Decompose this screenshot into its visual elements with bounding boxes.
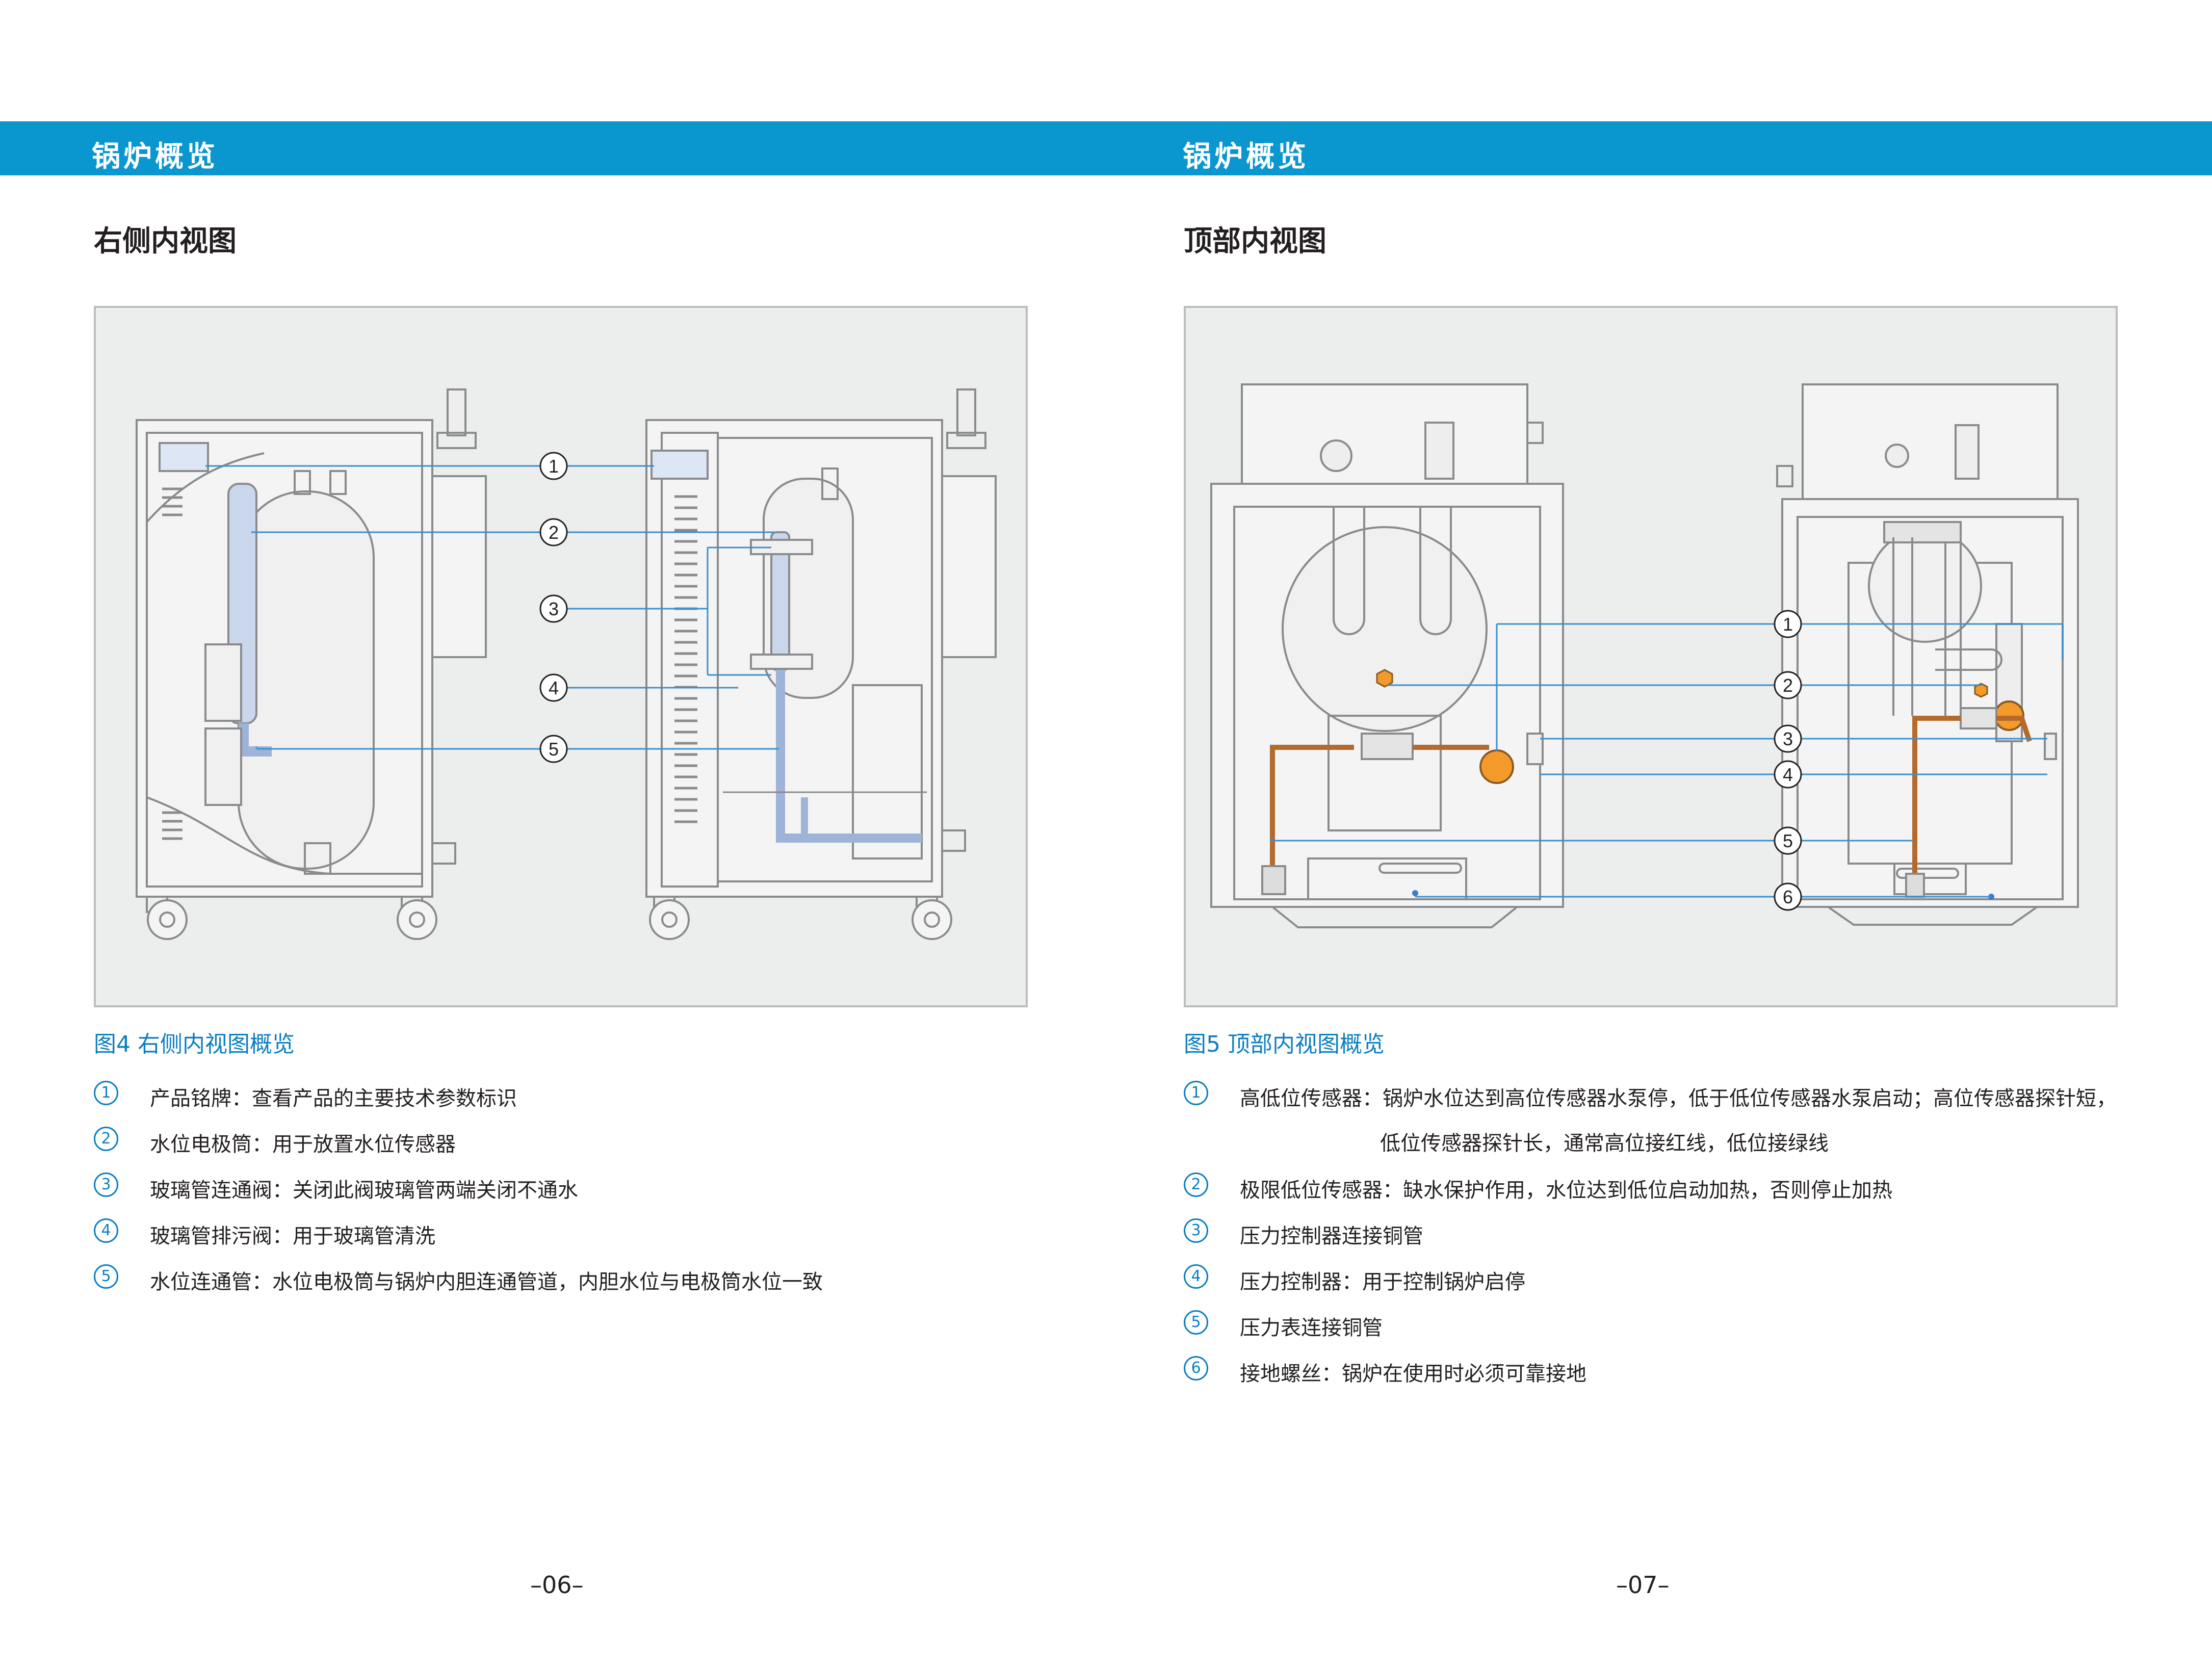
legend-text: 水位电极筒：用于放置水位传感器: [150, 1133, 456, 1156]
page-left: 锅炉概览 右侧内视图: [0, 121, 1106, 1599]
legend-number: 1: [94, 1081, 118, 1105]
leader-lines: [205, 465, 779, 750]
header-title: 锅炉概览: [1183, 140, 1309, 173]
callout-6: 6: [1783, 887, 1793, 907]
callout-4: 4: [1783, 764, 1793, 785]
legend-number: 3: [1184, 1218, 1208, 1243]
header-title: 锅炉概览: [92, 140, 218, 173]
legend-text: 接地螺丝：锅炉在使用时必须可靠接地: [1240, 1362, 1586, 1386]
legend-number: 6: [1184, 1356, 1208, 1381]
legend-text: 水位连通管：水位电极筒与锅炉内胆连通管道，内胆水位与电极筒水位一致: [150, 1270, 823, 1294]
boiler-top-unit-a: [1210, 383, 1564, 928]
header-band: [0, 121, 1106, 175]
legend-text: 压力控制器：用于控制锅炉启停: [1240, 1270, 1525, 1294]
callout-3: 3: [549, 598, 559, 619]
callout-4: 4: [549, 678, 559, 698]
header-band: [1106, 121, 2212, 175]
figure-caption: 图4 右侧内视图概览: [94, 1031, 295, 1057]
page-right: 锅炉概览 顶部内视图: [1106, 0, 2212, 1667]
legend-number: 2: [1184, 1173, 1208, 1197]
callout-1: 1: [549, 456, 559, 477]
legend-text: 玻璃管排污阀：用于玻璃管清洗: [150, 1225, 435, 1248]
callout-5: 5: [549, 739, 559, 760]
callout-1: 1: [1783, 614, 1793, 635]
boiler-top-unit-b: [1776, 383, 2079, 926]
legend-number: 4: [94, 1218, 118, 1243]
section-title: 右侧内视图: [94, 225, 237, 258]
right-side-diagram: 1 2 3 4 5: [136, 388, 997, 940]
leader-lines: [1270, 623, 2064, 898]
section-title: 顶部内视图: [1184, 225, 1326, 258]
callout-2: 2: [549, 522, 559, 543]
legend-number: 5: [1184, 1310, 1208, 1335]
callout-5: 5: [1783, 830, 1793, 851]
legend-text: 高低位传感器：锅炉水位达到高位传感器水泵停，低于低位传感器水泵启动；高位传感器探…: [1240, 1087, 2117, 1110]
page-number: –06–: [530, 1571, 584, 1599]
callouts: [1774, 610, 1802, 911]
page-number: –07–: [1616, 1571, 1670, 1599]
callouts: [539, 452, 568, 763]
legend-number: 1: [1184, 1081, 1208, 1105]
top-view-diagram: 1 2 3 4 5 6: [1210, 383, 2079, 928]
legend-text: 极限低位传感器：缺水保护作用，水位达到低位启动加热，否则停止加热: [1240, 1179, 1892, 1202]
legend-text: 玻璃管连通阀：关闭此阀玻璃管两端关闭不通水: [150, 1179, 578, 1202]
legend-number: 5: [94, 1264, 118, 1289]
callout-3: 3: [1783, 728, 1793, 749]
figure-top-view: 1 2 3 4 5 6: [1184, 306, 2118, 1007]
vent-slots: [674, 495, 697, 823]
legend-text: 压力控制器连接铜管: [1240, 1225, 1423, 1248]
legend-number: 2: [94, 1127, 118, 1151]
legend-number: 4: [1184, 1264, 1208, 1289]
legend-text-continued: 低位传感器探针长，通常高位接红线，低位接绿线: [1380, 1132, 1829, 1155]
boiler-front-unit: [645, 388, 997, 940]
figure-caption: 图5 顶部内视图概览: [1184, 1031, 1385, 1057]
legend-text: 压力表连接铜管: [1240, 1316, 1383, 1340]
callout-2: 2: [1783, 675, 1793, 696]
legend-number: 3: [94, 1173, 118, 1197]
boiler-side-unit: [136, 388, 487, 940]
legend-text: 产品铭牌：查看产品的主要技术参数标识: [150, 1087, 517, 1110]
figure-right-side-view: 1 2 3 4 5: [94, 306, 1028, 1007]
